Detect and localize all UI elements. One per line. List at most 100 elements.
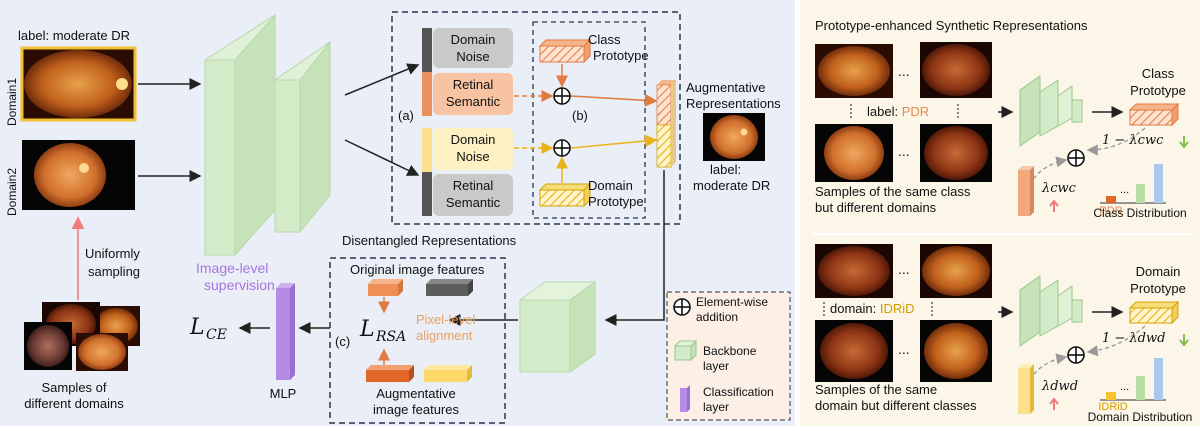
right-class-prototype-block xyxy=(1128,102,1180,127)
legend-elementwise-2: addition xyxy=(696,310,738,324)
down-arrow-c xyxy=(1179,136,1189,149)
right-backbone-top xyxy=(1019,75,1083,147)
domain-sample-grid xyxy=(815,244,992,382)
arrow-add-to-aug-top xyxy=(570,93,658,107)
legend-classification-1: Classification xyxy=(703,385,774,399)
domain2-fundus-image xyxy=(22,140,135,210)
up-arrow-c xyxy=(1049,199,1059,212)
legend-backbone-2: layer xyxy=(703,359,729,373)
retinal-semantic-top: Retinal Semantic xyxy=(433,73,513,115)
lambda-c: λcwc xyxy=(1041,181,1077,196)
caption-bottom-2: domain but different classes xyxy=(815,398,977,413)
svg-text:Noise: Noise xyxy=(456,49,489,64)
right-class-feature-bar xyxy=(1018,166,1034,216)
class-sample-grid xyxy=(815,42,992,182)
disentangle-box xyxy=(391,11,681,225)
lambda-d: λdwd xyxy=(1041,379,1078,394)
class-prototype-block xyxy=(538,38,592,64)
samples-caption-1: Samples of xyxy=(41,380,106,395)
class-distribution-label: Class Distribution xyxy=(1093,206,1186,220)
original-feature-orange xyxy=(368,279,403,296)
right-backbone-bottom xyxy=(1019,275,1083,347)
domain-prototype-label-1: Domain xyxy=(588,178,633,193)
domain2-label: Domain2 xyxy=(5,168,19,216)
mlp-classification-layer xyxy=(276,283,295,380)
samples-caption-2: different domains xyxy=(24,396,124,411)
caption-bottom-1: Samples of the same xyxy=(815,382,937,397)
svg-text:Semantic: Semantic xyxy=(446,195,501,210)
svg-text:RSA: RSA xyxy=(375,329,406,345)
augmentative-title-2: Representations xyxy=(686,96,781,111)
pixel-align-1: Pixel-level xyxy=(416,312,475,327)
backbone-block-2 xyxy=(274,40,331,234)
augmentative-representation-bar xyxy=(656,80,676,168)
svg-text:Domain: Domain xyxy=(451,32,496,47)
arrow-prototype-to-add-top xyxy=(1086,127,1146,156)
arrow-to-bottom-features xyxy=(344,139,420,176)
loss-rsa: L RSA xyxy=(359,317,406,345)
class-prototype-label-1: Class xyxy=(588,32,621,47)
right-class-proto-2: Prototype xyxy=(1130,83,1186,98)
domain1-label: Domain1 xyxy=(5,78,19,126)
sampling-label-1: Uniformly xyxy=(85,246,140,261)
svg-text:Retinal: Retinal xyxy=(453,77,494,92)
class-prototype-label-2: Prototype xyxy=(593,48,649,63)
legend-classification-icon xyxy=(680,385,690,412)
legend-elementwise-1: Element-wise xyxy=(696,295,768,309)
pdr-small: PDR xyxy=(1099,205,1122,217)
marker-c: (c) xyxy=(335,334,350,349)
legend-backbone-1: Backbone xyxy=(703,344,757,358)
right-title: Prototype-enhanced Synthetic Representat… xyxy=(815,18,1088,33)
aug-features-2: image features xyxy=(373,402,459,417)
dots-3: ... xyxy=(898,261,910,277)
down-arrow-d xyxy=(1179,334,1189,347)
legend-backbone-icon xyxy=(673,339,698,362)
svg-text:Domain: Domain xyxy=(451,132,496,147)
svg-text:L: L xyxy=(359,317,375,342)
caption-top-1: Samples of the same class xyxy=(815,184,971,199)
class-distribution-bars xyxy=(1100,164,1166,204)
image-supervision-1: Image-level xyxy=(196,260,268,276)
domain-prototype-label-2: Prototype xyxy=(588,194,644,209)
formula-c: 1 − λcwc xyxy=(1102,133,1164,148)
domain-distribution-bars xyxy=(1100,358,1166,401)
sampling-label-2: sampling xyxy=(88,264,140,279)
svg-text:Semantic: Semantic xyxy=(446,94,501,109)
arrow-prototype-to-add-bottom xyxy=(1086,325,1146,357)
right-add-bottom xyxy=(1067,346,1085,364)
right-domain-proto-2: Prototype xyxy=(1130,281,1186,296)
domain1-fundus-image xyxy=(20,46,137,122)
top-label: label: moderate DR xyxy=(18,28,130,43)
aug-label-1: label: xyxy=(710,162,741,177)
up-arrow-d xyxy=(1049,397,1059,410)
elementwise-add-top xyxy=(553,87,571,105)
domain-noise-bottom: Domain Noise xyxy=(433,128,513,170)
domain-distribution-label: Domain Distribution xyxy=(1088,410,1193,424)
domain-noise-top: Domain Noise xyxy=(433,28,513,68)
domain-prefix: domain: IDRiD xyxy=(830,301,915,316)
svg-text:CE: CE xyxy=(206,327,227,343)
domain-dist-dots: ... xyxy=(1120,381,1129,393)
disentangled-caption: Disentangled Representations xyxy=(342,233,517,248)
prototype-box xyxy=(532,21,646,219)
idrid-small: IDRiD xyxy=(1098,401,1127,413)
pixel-align-2: alignment xyxy=(416,328,473,343)
image-supervision-2: supervision xyxy=(204,277,275,293)
label-prefix: label: PDR xyxy=(867,104,929,119)
caption-top-2: but different domains xyxy=(815,200,937,215)
dots-2: ... xyxy=(898,143,910,159)
right-domain-feature-bar xyxy=(1018,364,1034,414)
svg-text:Retinal: Retinal xyxy=(453,178,494,193)
dots-4: ... xyxy=(898,341,910,357)
arrow-to-top-features xyxy=(344,63,420,96)
retinal-semantic-bottom: Retinal Semantic xyxy=(433,174,513,216)
arrow-aug-to-backbone xyxy=(604,170,665,326)
marker-a: (a) xyxy=(398,108,414,123)
right-domain-proto-1: Domain xyxy=(1136,264,1181,279)
svg-text:Noise: Noise xyxy=(456,149,489,164)
arrow-add-to-aug-bottom xyxy=(570,134,658,149)
aug-feature-orange xyxy=(366,365,414,382)
augmentative-title-1: Augmentative xyxy=(686,80,766,95)
marker-b: (b) xyxy=(572,108,588,123)
